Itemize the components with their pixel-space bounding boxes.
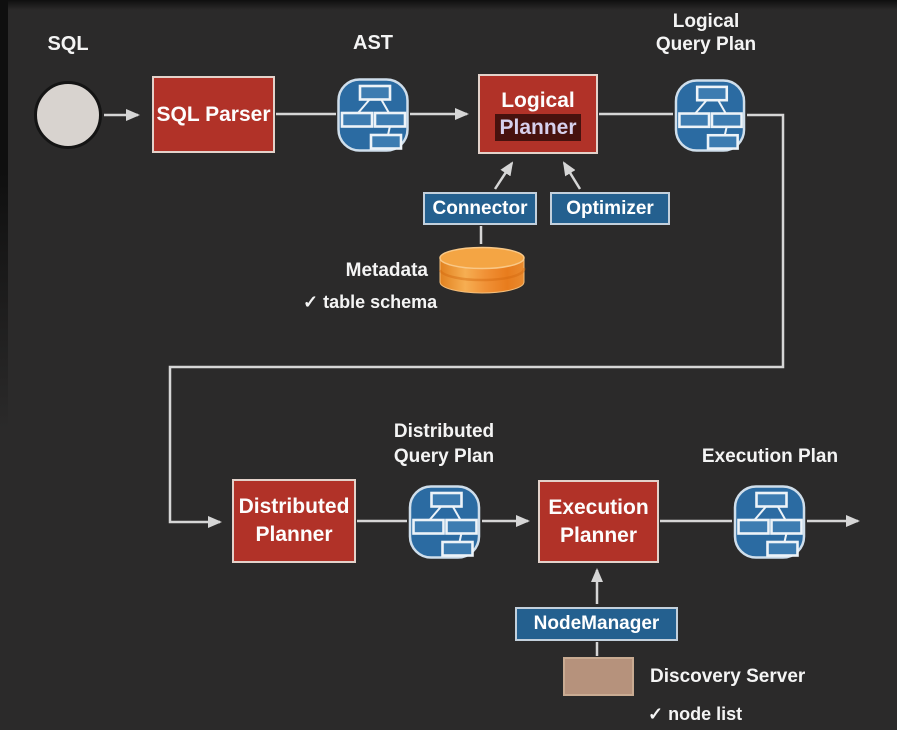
metadata-database-icon: [438, 246, 526, 294]
distributed-planner-box: Distributed Planner: [232, 479, 356, 563]
sql-parser-label: SQL Parser: [156, 102, 271, 126]
execution-plan-tree-icon: [733, 485, 806, 559]
logical-planner-box: Logical Planner: [478, 74, 598, 154]
ast-label: AST: [353, 32, 393, 54]
logical-query-plan-label: Logical Query Plan: [655, 11, 757, 55]
sql-label: SQL: [47, 33, 89, 55]
left-edge-shade: [0, 0, 8, 430]
logical-planner-label-line1: Logical: [501, 89, 575, 112]
execution-planner-label-line1: Execution: [548, 495, 649, 519]
node-manager-box: NodeManager: [515, 607, 678, 641]
execution-planner-box: Execution Planner: [538, 480, 659, 563]
execution-plan-label: Execution Plan: [701, 446, 839, 467]
table-schema-note: ✓ table schema: [303, 292, 438, 312]
logical-query-plan-tree-icon: [674, 79, 746, 152]
distributed-query-plan-tree-icon: [408, 485, 481, 559]
discovery-server-label: Discovery Server: [650, 666, 806, 687]
optimizer-label: Optimizer: [566, 197, 654, 219]
optimizer-box: Optimizer: [550, 192, 670, 225]
execution-planner-label-line2: Planner: [559, 523, 638, 547]
top-edge-shade: [0, 0, 897, 10]
distributed-planner-label-line2: Planner: [255, 523, 333, 546]
distributed-query-plan-label: Distributed Query Plan: [393, 421, 495, 467]
connector-label: Connector: [432, 197, 528, 219]
discovery-server-box: [563, 657, 634, 696]
metadata-label: Metadata: [345, 260, 428, 281]
node-manager-label: NodeManager: [533, 613, 660, 634]
node-list-note: ✓ node list: [648, 704, 743, 724]
logical-planner-label-line2-highlighted: Planner: [495, 114, 581, 141]
sql-parser-box: SQL Parser: [152, 76, 275, 153]
connector-box: Connector: [423, 192, 537, 225]
sql-input-circle: [34, 81, 102, 149]
ast-tree-icon: [337, 78, 409, 152]
distributed-planner-label-line1: Distributed: [238, 495, 350, 518]
